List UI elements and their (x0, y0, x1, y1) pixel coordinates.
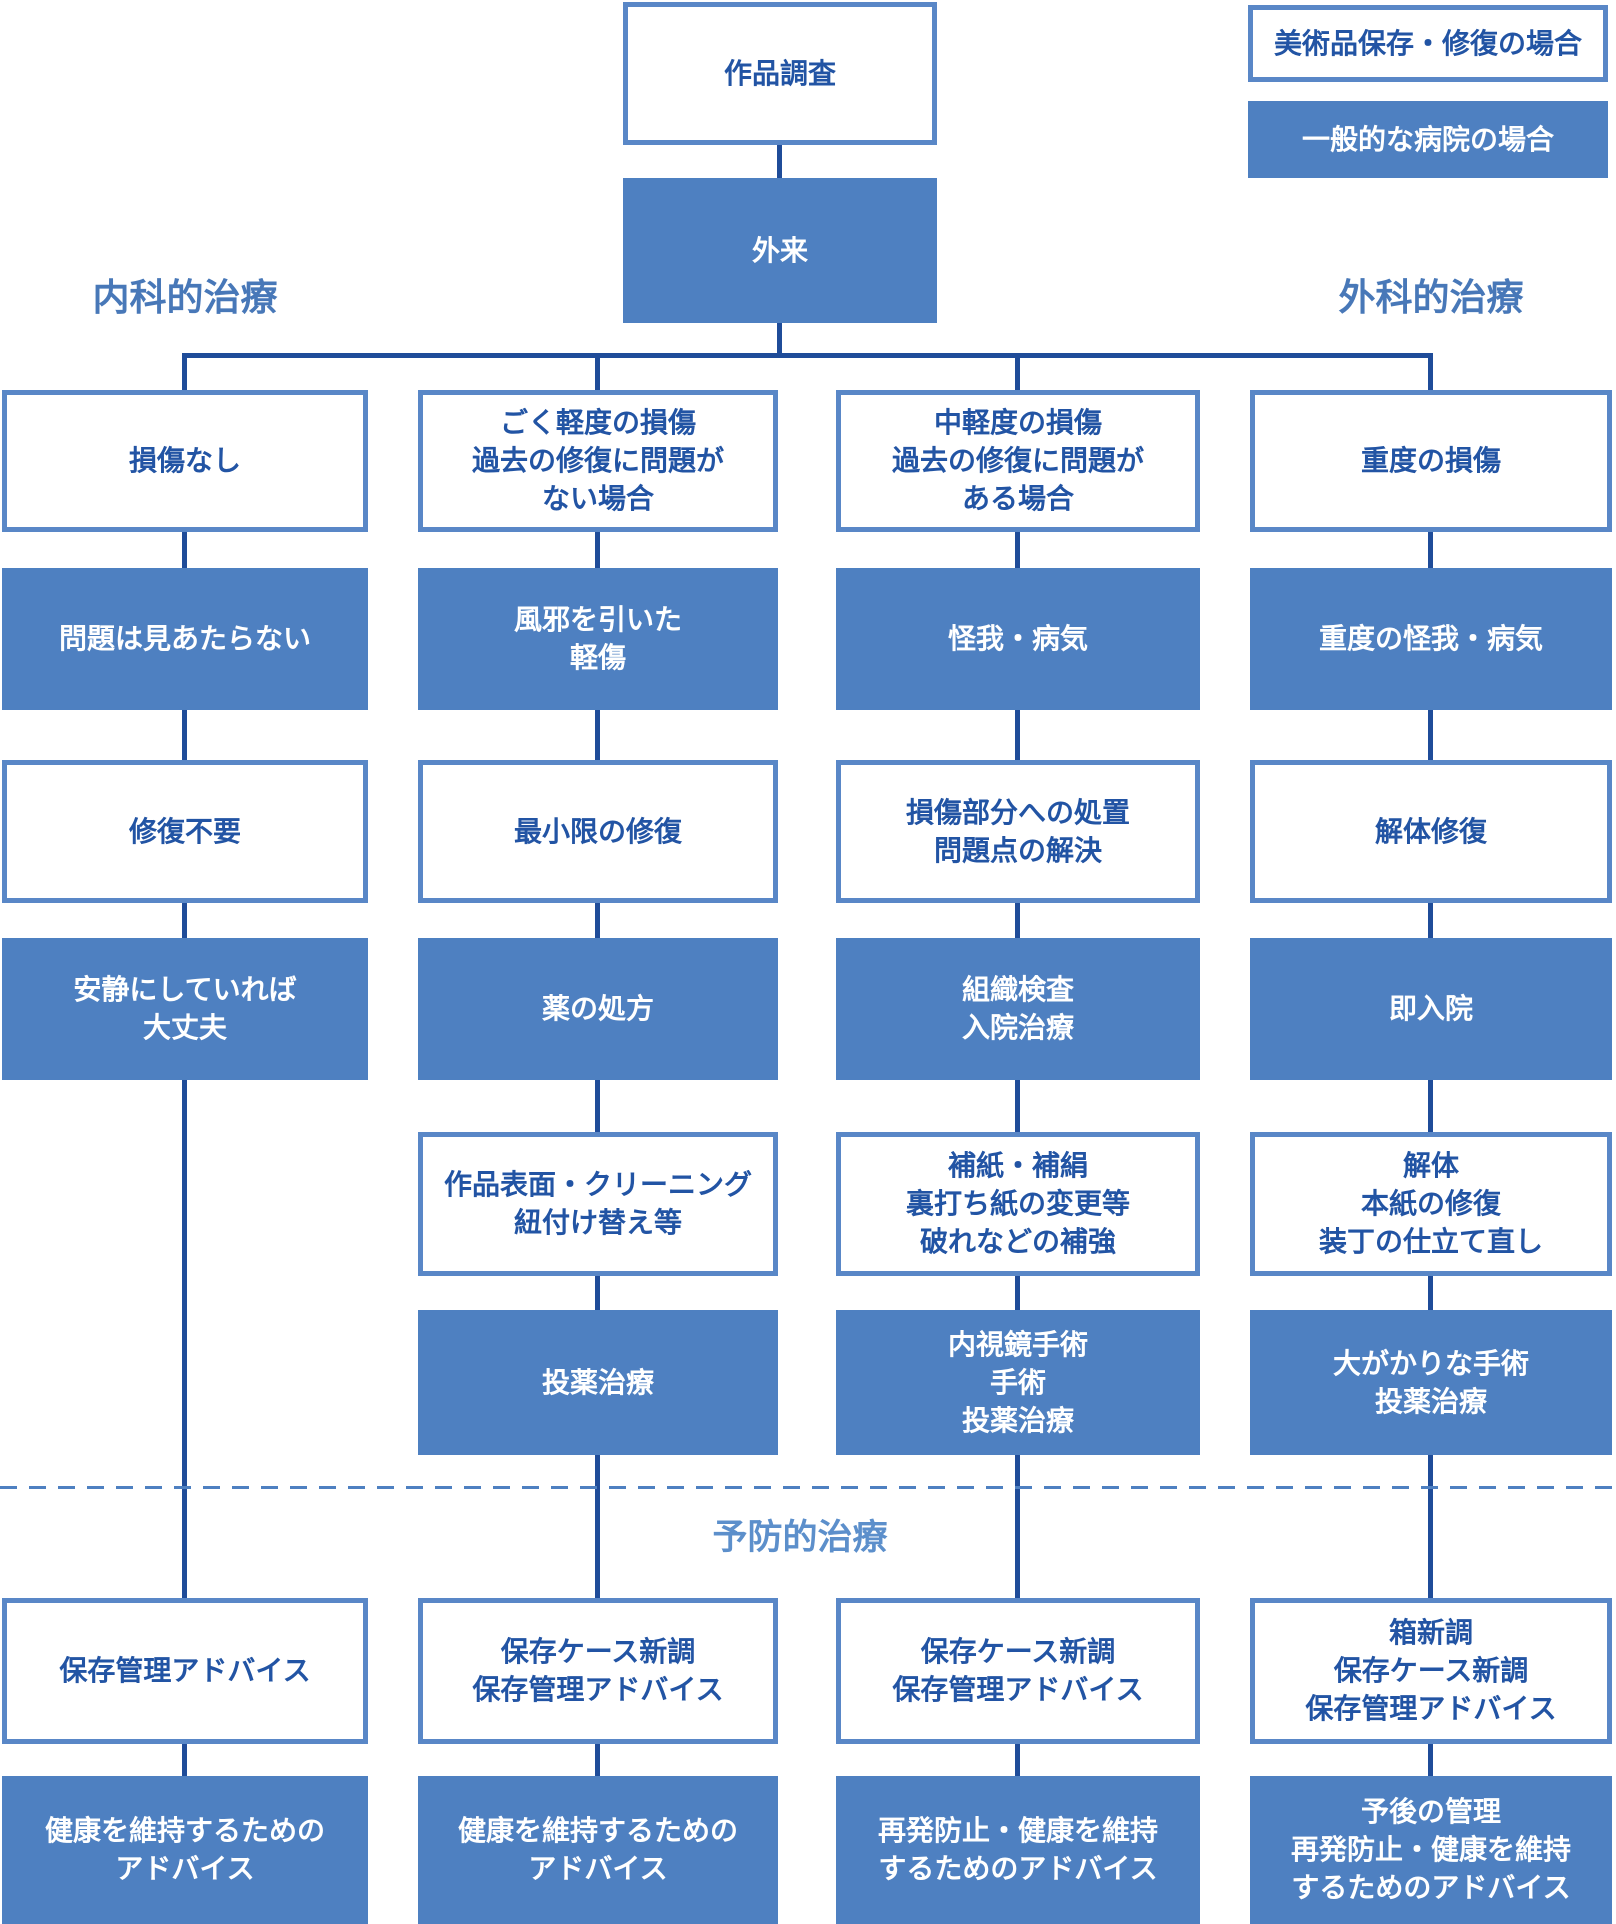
flow-box-line: するためのアドバイス (1291, 1871, 1571, 1904)
flow-box-r4-c4: 即入院 (1250, 938, 1612, 1080)
flow-box-line: 本紙の修復 (1360, 1187, 1501, 1220)
flow-box-r2-c4: 重度の怪我・病気 (1250, 568, 1612, 710)
flow-box-r5-c4: 解体本紙の修復装丁の仕立て直し (1250, 1132, 1612, 1276)
legend-art-conservation: 美術品保存・修復の場合 (1248, 5, 1608, 82)
flow-box-line: 解体修復 (1374, 814, 1487, 848)
flow-box-line: 箱新調 (1388, 1616, 1473, 1649)
legend-general-hospital-label: 一般的な病院の場合 (1301, 122, 1554, 156)
flow-box-line: 中軽度の損傷 (933, 406, 1102, 439)
flow-box-line: 損傷部分への処置 (905, 795, 1130, 829)
flow-box-line: 予後の管理 (1360, 1795, 1501, 1828)
flow-box-r8-c3: 再発防止・健康を維持するためのアドバイス (836, 1776, 1200, 1924)
flow-box-r4-c1: 安静にしていれば大丈夫 (2, 938, 368, 1080)
label-surgical-treatment: 外科的治療 (1338, 275, 1524, 319)
label-preventive-treatment: 予防的治療 (712, 1517, 888, 1558)
box-survey: 作品調査 (623, 2, 937, 145)
flow-box-line: アドバイス (115, 1852, 255, 1885)
flow-box-line: ある場合 (961, 482, 1074, 515)
flow-box-line: 保存管理アドバイス (892, 1673, 1144, 1706)
flow-box-line: 保存ケース新調 (500, 1635, 696, 1668)
flow-box-line: 過去の修復に問題が (471, 444, 724, 477)
box-outpatient: 外来 (623, 178, 937, 323)
flow-box-line: 保存管理アドバイス (1305, 1692, 1557, 1725)
flow-box-line: 投薬治療 (541, 1365, 654, 1399)
flow-box-line: 風邪を引いた (513, 603, 682, 636)
flow-box-line: アドバイス (528, 1852, 668, 1885)
flow-box-line: 補紙・補絹 (947, 1149, 1088, 1182)
flow-box-line: 入院治療 (961, 1011, 1074, 1044)
flow-box-line: 内視鏡手術 (947, 1327, 1088, 1361)
flow-box-line: 即入院 (1388, 992, 1473, 1025)
flow-box-r3-c2: 最小限の修復 (418, 760, 778, 903)
flow-box-r1-c2: ごく軽度の損傷過去の修復に問題がない場合 (418, 390, 778, 532)
flow-box-line: 重度の損傷 (1360, 444, 1501, 477)
flow-box-r5-c3: 補紙・補絹裏打ち紙の変更等破れなどの補強 (836, 1132, 1200, 1276)
flow-box-r4-c2: 薬の処方 (418, 938, 778, 1080)
flow-box-line: 軽傷 (569, 641, 626, 674)
flow-box-r4-c3: 組織検査入院治療 (836, 938, 1200, 1080)
flow-box-r1-c4: 重度の損傷 (1250, 390, 1612, 532)
flow-box-r8-c1: 健康を維持するためのアドバイス (2, 1776, 368, 1924)
flow-box-line: 大丈夫 (142, 1011, 227, 1044)
box-outpatient-label: 外来 (751, 233, 808, 267)
flow-box-line: 解体 (1402, 1149, 1459, 1182)
flow-box-r1-c3: 中軽度の損傷過去の修復に問題がある場合 (836, 390, 1200, 532)
flow-box-r7-c1: 保存管理アドバイス (2, 1598, 368, 1744)
flow-box-line: 保存ケース新調 (920, 1635, 1116, 1668)
flow-box-line: するためのアドバイス (878, 1852, 1158, 1885)
flow-box-line: 破れなどの補強 (919, 1225, 1116, 1258)
label-internal-treatment: 内科的治療 (92, 275, 278, 319)
flow-box-line: 保存ケース新調 (1333, 1654, 1529, 1687)
flow-box-line: 最小限の修復 (513, 814, 682, 848)
flow-box-r8-c4: 予後の管理再発防止・健康を維持するためのアドバイス (1250, 1776, 1612, 1924)
flow-box-r2-c1: 問題は見あたらない (2, 568, 368, 710)
flow-box-r8-c2: 健康を維持するためのアドバイス (418, 1776, 778, 1924)
flow-box-r7-c3: 保存ケース新調保存管理アドバイス (836, 1598, 1200, 1744)
box-survey-label: 作品調査 (723, 56, 836, 90)
flow-box-r7-c2: 保存ケース新調保存管理アドバイス (418, 1598, 778, 1744)
flow-box-line: 過去の修復に問題が (891, 444, 1144, 477)
flow-box-line: 裏打ち紙の変更等 (905, 1187, 1130, 1220)
flow-box-line: 健康を維持するための (457, 1814, 738, 1847)
flow-box-line: 作品表面・クリーニング (443, 1168, 752, 1201)
flow-box-r6-c3: 内視鏡手術手術投薬治療 (836, 1310, 1200, 1455)
flow-box-line: ない場合 (541, 482, 654, 515)
flow-box-line: 保存管理アドバイス (59, 1654, 311, 1687)
flow-box-line: ごく軽度の損傷 (499, 406, 696, 439)
flow-box-r6-c2: 投薬治療 (418, 1310, 778, 1455)
flow-box-line: 組織検査 (961, 973, 1074, 1006)
flow-box-line: 損傷なし (128, 444, 241, 477)
flow-box-line: 重度の怪我・病気 (1318, 622, 1543, 655)
flow-box-line: 再発防止・健康を維持 (1290, 1833, 1571, 1866)
flow-box-line: 健康を維持するための (44, 1814, 325, 1847)
flow-box-line: 問題は見あたらない (58, 622, 311, 655)
legend-general-hospital: 一般的な病院の場合 (1248, 101, 1608, 178)
flow-box-r7-c4: 箱新調保存ケース新調保存管理アドバイス (1250, 1598, 1612, 1744)
flow-box-line: 投薬治療 (1374, 1384, 1487, 1418)
flow-box-r3-c3: 損傷部分への処置問題点の解決 (836, 760, 1200, 903)
flow-box-r5-c2: 作品表面・クリーニング紐付け替え等 (418, 1132, 778, 1276)
flow-box-line: 修復不要 (128, 814, 241, 848)
flow-box-r2-c3: 怪我・病気 (836, 568, 1200, 710)
preventive-section-divider (0, 1486, 1616, 1489)
flow-box-r6-c4: 大がかりな手術投薬治療 (1250, 1310, 1612, 1455)
flow-box-r1-c1: 損傷なし (2, 390, 368, 532)
flow-box-line: 薬の処方 (541, 992, 654, 1025)
flow-box-line: 再発防止・健康を維持 (877, 1814, 1158, 1847)
flow-box-r3-c4: 解体修復 (1250, 760, 1612, 903)
flow-box-line: 装丁の仕立て直し (1318, 1225, 1543, 1258)
flow-box-r3-c1: 修復不要 (2, 760, 368, 903)
legend-art-conservation-label: 美術品保存・修復の場合 (1273, 26, 1582, 60)
flow-box-line: 怪我・病気 (947, 622, 1088, 655)
flow-box-line: 手術 (989, 1365, 1046, 1399)
flow-box-line: 大がかりな手術 (1332, 1346, 1529, 1380)
flow-box-line: 問題点の解決 (933, 833, 1102, 867)
flow-box-line: 保存管理アドバイス (472, 1673, 724, 1706)
flow-box-line: 紐付け替え等 (513, 1206, 682, 1239)
connector-branch-horizontal (182, 353, 1433, 358)
flow-box-r2-c2: 風邪を引いた軽傷 (418, 568, 778, 710)
flow-box-line: 安静にしていれば (73, 973, 297, 1006)
flow-box-line: 投薬治療 (961, 1403, 1074, 1437)
